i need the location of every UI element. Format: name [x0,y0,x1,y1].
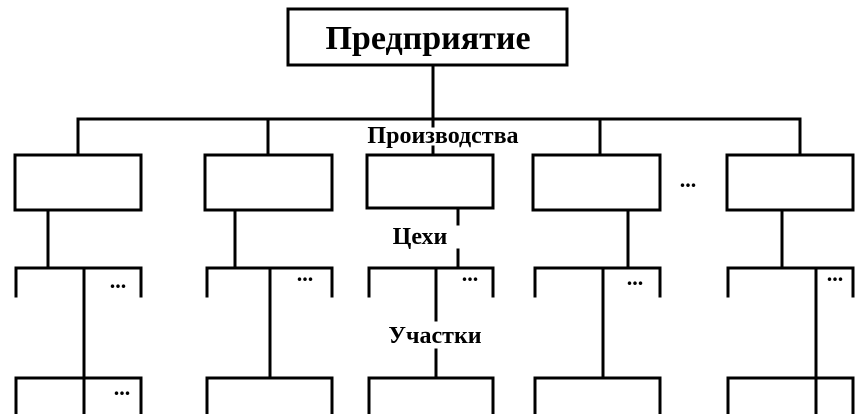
workshop-group-4 [533,266,662,298]
production-box-5 [725,153,855,212]
workshop-group-1 [14,266,143,298]
section-group-2 [205,376,334,414]
production-box-4 [531,153,662,212]
section-group-4 [533,376,662,414]
section-group-3 [367,376,495,414]
section-group-5 [726,376,855,414]
workshop-ellipsis-3: ... [462,261,479,286]
workshop-ellipsis-1: ... [110,268,127,293]
production-box-3 [365,153,495,210]
production-box-1 [13,153,143,212]
workshop-ellipsis-2: ... [297,261,314,286]
productions-ellipsis: ... [680,167,697,192]
workshop-group-2 [205,266,334,298]
section-ellipsis-1: ... [114,375,131,400]
productions-level-label: Производства [367,123,518,149]
workshop-ellipsis-5: ... [827,261,844,286]
sections-level-label: Участки [388,323,481,349]
root-box [286,7,569,67]
workshop-ellipsis-4: ... [627,265,644,290]
production-box-2 [203,153,334,212]
root-label: Предприятие [325,20,530,57]
section-group-1 [14,376,143,414]
workshop-group-3 [367,266,495,298]
workshop-group-5 [726,266,855,298]
workshops-level-label: Цехи [393,224,448,250]
